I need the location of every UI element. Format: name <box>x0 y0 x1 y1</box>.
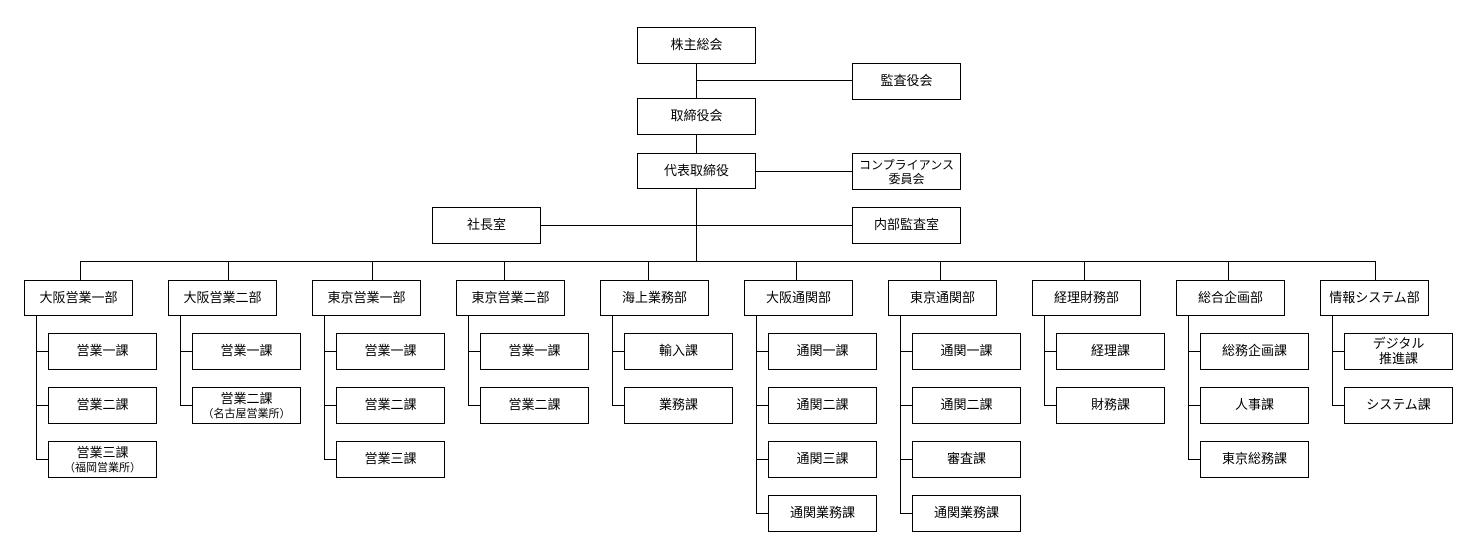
section-box: 輸入課 <box>624 333 733 370</box>
board-label: 取締役会 <box>670 109 723 124</box>
auditors-box: 監査役会 <box>852 63 961 100</box>
section-label: 通関業務課 <box>933 506 999 521</box>
department-label: 海上業務部 <box>621 290 687 306</box>
section-office-note: （福岡営業所） <box>64 460 141 474</box>
section-box: 人事課 <box>1200 387 1309 424</box>
internal-audit-box: 内部監査室 <box>852 207 961 244</box>
section-box: 業務課 <box>624 387 733 424</box>
president-box: 代表取締役 <box>637 153 756 189</box>
department-box: 東京営業二部 <box>456 280 565 316</box>
department-label: 大阪営業二部 <box>183 290 262 306</box>
section-box: 通関一課 <box>912 333 1021 370</box>
department-box: 大阪営業二部 <box>168 280 277 316</box>
section-box: 東京総務課 <box>1200 441 1309 478</box>
section-office-note: （名古屋営業所） <box>202 406 291 420</box>
section-label: 通関一課 <box>940 344 993 359</box>
department-box: 大阪営業一部 <box>24 280 133 316</box>
section-box: 通関業務課 <box>912 495 1021 532</box>
section-label: 営業二課 <box>76 398 129 413</box>
section-box: 通関一課 <box>768 333 877 370</box>
section-label: 通関一課 <box>796 344 849 359</box>
section-label: 業務課 <box>658 398 698 413</box>
section-label: 審査課 <box>946 452 986 467</box>
section-label: 営業一課 <box>364 344 417 359</box>
section-box: システム課 <box>1344 387 1453 424</box>
department-label: 経理財務部 <box>1053 290 1119 306</box>
section-label: 通関二課 <box>796 398 849 413</box>
section-box: 営業二課 <box>336 387 445 424</box>
section-box: 総務企画課 <box>1200 333 1309 370</box>
department-label: 大阪通関部 <box>765 290 831 306</box>
section-label: 通関二課 <box>940 398 993 413</box>
department-box: 経理財務部 <box>1032 280 1141 316</box>
section-label: 営業一課 <box>508 344 561 359</box>
section-box: 経理課 <box>1056 333 1165 370</box>
section-box: 通関二課 <box>768 387 877 424</box>
section-box: 審査課 <box>912 441 1021 478</box>
department-label: 情報システム部 <box>1329 290 1420 306</box>
president-label: 代表取締役 <box>663 163 729 179</box>
section-label: 輸入課 <box>658 344 698 359</box>
section-box: 営業一課 <box>480 333 589 370</box>
section-label: デジタル <box>1372 336 1425 352</box>
board-box: 取締役会 <box>637 98 756 135</box>
section-label: 通関業務課 <box>789 506 855 521</box>
section-box: 営業一課 <box>336 333 445 370</box>
section-box: 営業一課 <box>192 333 301 370</box>
department-box: 東京営業一部 <box>312 280 421 316</box>
section-label: 営業二課 <box>508 398 561 413</box>
section-label: 営業一課 <box>220 344 273 359</box>
shareholders-label: 株主総会 <box>670 38 723 53</box>
shareholders-box: 株主総会 <box>637 27 756 64</box>
section-box: 営業二課 <box>480 387 589 424</box>
section-box: 営業三課（福岡営業所） <box>48 441 157 478</box>
department-label: 大阪営業一部 <box>39 290 118 306</box>
section-label: 総務企画課 <box>1221 344 1287 359</box>
section-box: 営業二課（名古屋営業所） <box>192 387 301 424</box>
section-label: 財務課 <box>1090 398 1130 413</box>
presidents-office-label: 社長室 <box>466 218 506 233</box>
department-box: 総合企画部 <box>1176 280 1285 316</box>
section-label-line2: 推進課 <box>1378 351 1418 367</box>
section-box: デジタル推進課 <box>1344 333 1453 370</box>
section-box: 営業二課 <box>48 387 157 424</box>
department-label: 東京営業二部 <box>471 290 550 306</box>
department-label: 東京通関部 <box>909 290 975 306</box>
department-box: 東京通関部 <box>888 280 997 316</box>
department-label: 東京営業一部 <box>327 290 406 306</box>
section-box: 通関三課 <box>768 441 877 478</box>
presidents-office-box: 社長室 <box>432 207 541 244</box>
section-label: 営業三課 <box>364 452 417 467</box>
section-box: 財務課 <box>1056 387 1165 424</box>
section-box: 営業一課 <box>48 333 157 370</box>
section-box: 通関二課 <box>912 387 1021 424</box>
section-label: 人事課 <box>1234 398 1274 413</box>
section-label: 経理課 <box>1090 344 1130 359</box>
compliance-label-line1: コンプライアンス <box>859 157 954 172</box>
section-label: システム課 <box>1366 398 1431 413</box>
department-box: 情報システム部 <box>1320 280 1429 316</box>
department-label: 総合企画部 <box>1197 290 1263 306</box>
auditors-label: 監査役会 <box>880 74 933 89</box>
department-box: 大阪通関部 <box>744 280 853 316</box>
section-label: 通関三課 <box>796 452 849 467</box>
section-label: 東京総務課 <box>1221 452 1287 467</box>
section-label: 営業二課 <box>364 398 417 413</box>
internal-audit-label: 内部監査室 <box>873 218 939 233</box>
compliance-label-line2: 委員会 <box>888 171 925 186</box>
section-box: 営業三課 <box>336 441 445 478</box>
section-label: 営業三課 <box>76 445 129 461</box>
section-label: 営業二課 <box>220 391 273 407</box>
department-box: 海上業務部 <box>600 280 709 316</box>
section-label: 営業一課 <box>76 344 129 359</box>
compliance-committee-box: コンプライアンス 委員会 <box>852 153 961 190</box>
section-box: 通関業務課 <box>768 495 877 532</box>
